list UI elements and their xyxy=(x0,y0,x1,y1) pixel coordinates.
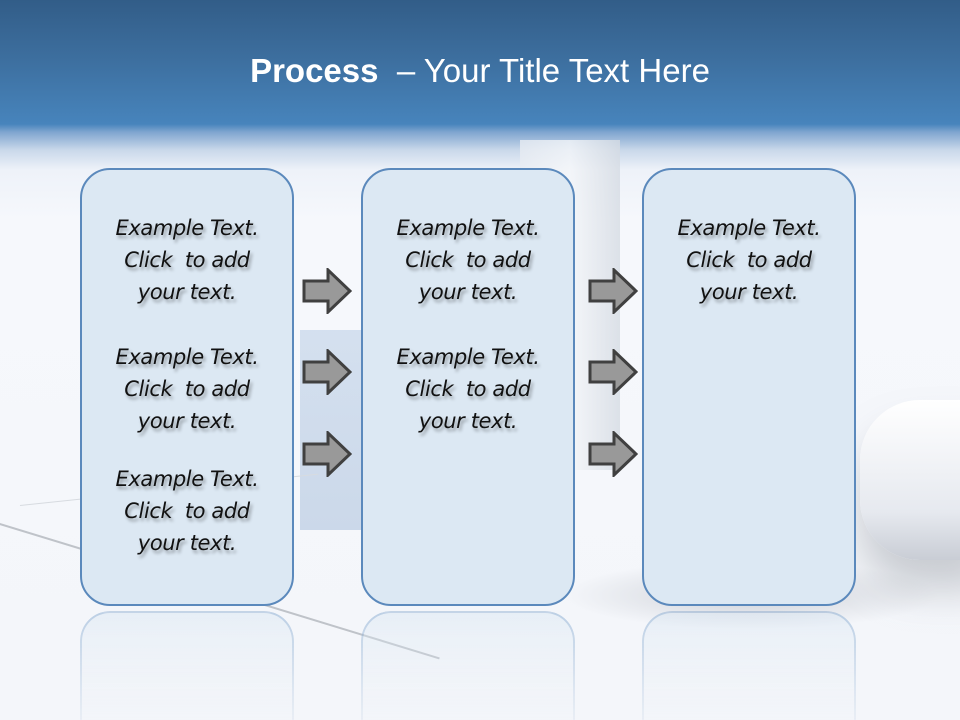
text-line: your text. xyxy=(137,531,237,555)
text-line: Example Text. xyxy=(396,345,540,369)
text-placeholder[interactable]: Example Text. Click to add your text. xyxy=(644,212,854,308)
text-placeholder[interactable]: Example Text. Click to add your text. xyxy=(363,341,573,437)
text-line: Click to add xyxy=(124,499,250,523)
process-box-2[interactable]: Example Text. Click to add your text. Ex… xyxy=(361,168,575,606)
text-line: Example Text. xyxy=(115,467,259,491)
right-arrow-icon[interactable] xyxy=(302,349,352,395)
right-arrow-icon[interactable] xyxy=(588,431,638,477)
text-placeholder[interactable]: Example Text. Click to add your text. xyxy=(82,212,292,308)
text-line: Example Text. xyxy=(396,216,540,240)
text-line: your text. xyxy=(418,409,518,433)
slide-title[interactable]: Process – Your Title Text Here xyxy=(0,52,960,90)
text-line: Click to add xyxy=(124,377,250,401)
text-line: your text. xyxy=(137,409,237,433)
text-placeholder[interactable]: Example Text. Click to add your text. xyxy=(82,463,292,559)
box-reflection xyxy=(642,611,856,720)
text-line: Example Text. xyxy=(115,345,259,369)
text-line: Click to add xyxy=(686,248,812,272)
text-line: Click to add xyxy=(405,377,531,401)
title-bold: Process xyxy=(250,52,379,89)
box-reflection xyxy=(80,611,294,720)
title-rest: – Your Title Text Here xyxy=(378,52,710,89)
right-arrow-icon[interactable] xyxy=(588,268,638,314)
right-arrow-icon[interactable] xyxy=(302,431,352,477)
background-roll-decoration xyxy=(860,400,960,560)
right-arrow-icon[interactable] xyxy=(302,268,352,314)
right-arrow-icon[interactable] xyxy=(588,349,638,395)
text-line: Click to add xyxy=(405,248,531,272)
text-line: your text. xyxy=(137,280,237,304)
text-line: Example Text. xyxy=(115,216,259,240)
process-box-3[interactable]: Example Text. Click to add your text. xyxy=(642,168,856,606)
process-box-1[interactable]: Example Text. Click to add your text. Ex… xyxy=(80,168,294,606)
text-line: Click to add xyxy=(124,248,250,272)
text-placeholder[interactable]: Example Text. Click to add your text. xyxy=(82,341,292,437)
text-placeholder[interactable]: Example Text. Click to add your text. xyxy=(363,212,573,308)
text-line: your text. xyxy=(418,280,518,304)
text-line: Example Text. xyxy=(677,216,821,240)
text-line: your text. xyxy=(699,280,799,304)
box-reflection xyxy=(361,611,575,720)
